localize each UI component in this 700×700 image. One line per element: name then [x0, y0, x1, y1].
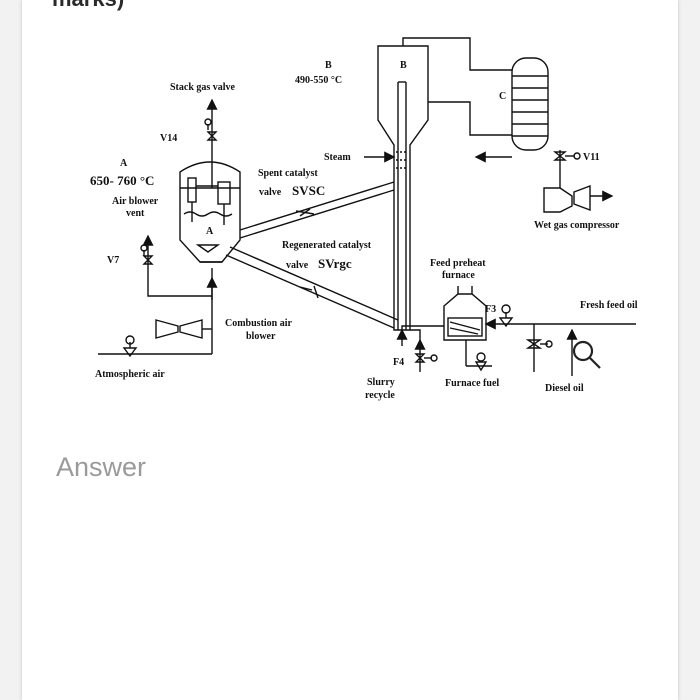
label-air-blower-vent-2: vent [126, 208, 145, 219]
label-c: C [499, 91, 506, 102]
answer-heading: Answer [56, 452, 147, 482]
label-combustion-air-2: blower [246, 331, 276, 342]
label-b-temp: 490-550 °C [295, 75, 342, 86]
label-diesel-oil: Diesel oil [545, 383, 584, 394]
combustion-air-blower [155, 319, 179, 339]
label-slurry-2: recycle [365, 390, 395, 401]
label-regen-inner-a: A [206, 226, 214, 237]
valve-v14[interactable] [206, 131, 218, 141]
label-spent-catalyst: Spent catalyst [258, 168, 318, 179]
label-atmospheric-air: Atmospheric air [95, 369, 165, 380]
valve-f3[interactable] [498, 317, 514, 328]
valve-v7[interactable] [142, 255, 154, 265]
label-stack-gas-valve: Stack gas valve [170, 82, 236, 93]
label-regen-catalyst: Regenerated catalyst [282, 240, 372, 251]
question-card [22, 0, 678, 700]
label-f3: F3 [485, 304, 496, 315]
label-a: A [120, 158, 128, 169]
label-slurry-1: Slurry [367, 377, 395, 388]
valve-f4[interactable] [414, 353, 426, 363]
label-steam: Steam [324, 152, 351, 163]
wet-gas-compressor [543, 187, 573, 213]
column-c [511, 57, 549, 151]
label-wet-gas-compressor: Wet gas compressor [534, 220, 620, 231]
label-v7: V7 [107, 255, 119, 266]
question-title-fragment: marks) [52, 0, 124, 12]
label-combustion-air-1: Combustion air [225, 318, 293, 329]
label-furnace-fuel: Furnace fuel [445, 378, 499, 389]
label-valve-2: valve [286, 260, 309, 271]
label-svrgc: SVrgc [318, 256, 352, 271]
label-air-blower-vent-1: Air blower [112, 196, 159, 207]
label-feed-preheat-2: furnace [442, 270, 475, 281]
reactor-b-vessel [377, 45, 429, 331]
magnifier-icon[interactable] [572, 340, 601, 369]
label-feed-preheat-1: Feed preheat [430, 258, 486, 269]
label-b-column: B [400, 60, 407, 71]
label-b-top: B [325, 60, 332, 71]
label-a-temp: 650- 760 °C [90, 173, 154, 188]
label-svsc: SVSC [292, 183, 325, 198]
label-f4: F4 [393, 357, 404, 368]
label-v14: V14 [160, 133, 177, 144]
feed-preheat-furnace [443, 293, 487, 341]
label-fresh-feed-oil: Fresh feed oil [580, 300, 638, 311]
valve-v11[interactable] [553, 151, 567, 161]
label-valve-1: valve [259, 187, 282, 198]
label-v11: V11 [583, 152, 600, 163]
